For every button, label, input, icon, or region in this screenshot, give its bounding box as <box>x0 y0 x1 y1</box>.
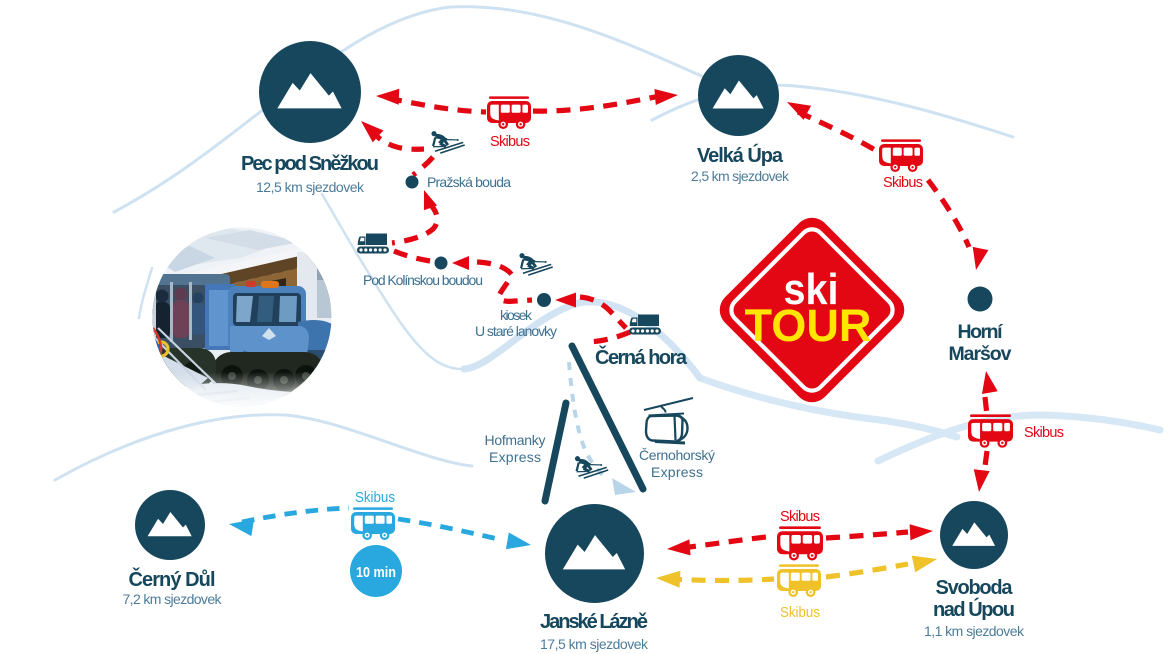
svg-text:Černohorský: Černohorský <box>639 447 715 463</box>
svg-text:2,5 km sjezdovek: 2,5 km sjezdovek <box>691 168 790 184</box>
svg-text:Velká Úpa: Velká Úpa <box>697 143 784 167</box>
svg-text:17,5 km sjezdovek: 17,5 km sjezdovek <box>540 636 649 652</box>
svg-text:Skibus: Skibus <box>883 175 923 191</box>
svg-text:Pec pod Sněžkou: Pec pod Sněžkou <box>241 153 379 175</box>
svg-text:Skibus: Skibus <box>780 605 820 621</box>
svg-text:12,5 km sjezdovek: 12,5 km sjezdovek <box>256 179 365 195</box>
svg-text:kiosek: kiosek <box>500 307 533 323</box>
svg-text:Svoboda: Svoboda <box>936 577 1014 599</box>
svg-text:Janské Lázně: Janské Lázně <box>540 611 648 633</box>
svg-text:1,1 km sjezdovek: 1,1 km sjezdovek <box>924 623 1025 639</box>
svg-text:Pražská bouda: Pražská bouda <box>427 174 511 190</box>
svg-text:Horní: Horní <box>958 321 1004 343</box>
svg-text:Pod Kolínskou boudou: Pod Kolínskou boudou <box>363 272 483 288</box>
svg-text:Skibus: Skibus <box>780 509 820 525</box>
svg-text:Maršov: Maršov <box>949 343 1012 365</box>
svg-text:Hofmanky: Hofmanky <box>485 432 546 448</box>
svg-text:Express: Express <box>489 449 541 465</box>
svg-text:Skibus: Skibus <box>490 134 530 150</box>
svg-text:Černý Důl: Černý Důl <box>129 567 216 591</box>
svg-text:Černá hora: Černá hora <box>595 345 688 369</box>
svg-text:Skibus: Skibus <box>1024 425 1064 441</box>
svg-text:nad Úpou: nad Úpou <box>933 597 1015 621</box>
svg-text:Skibus: Skibus <box>355 490 395 506</box>
svg-text:TOUR: TOUR <box>745 300 872 351</box>
svg-text:ski: ski <box>784 265 839 314</box>
svg-text:7,2 km sjezdovek: 7,2 km sjezdovek <box>123 591 223 607</box>
svg-text:U staré lanovky: U staré lanovky <box>475 323 557 339</box>
svg-text:Express: Express <box>651 464 703 480</box>
svg-text:10 min: 10 min <box>356 564 396 581</box>
